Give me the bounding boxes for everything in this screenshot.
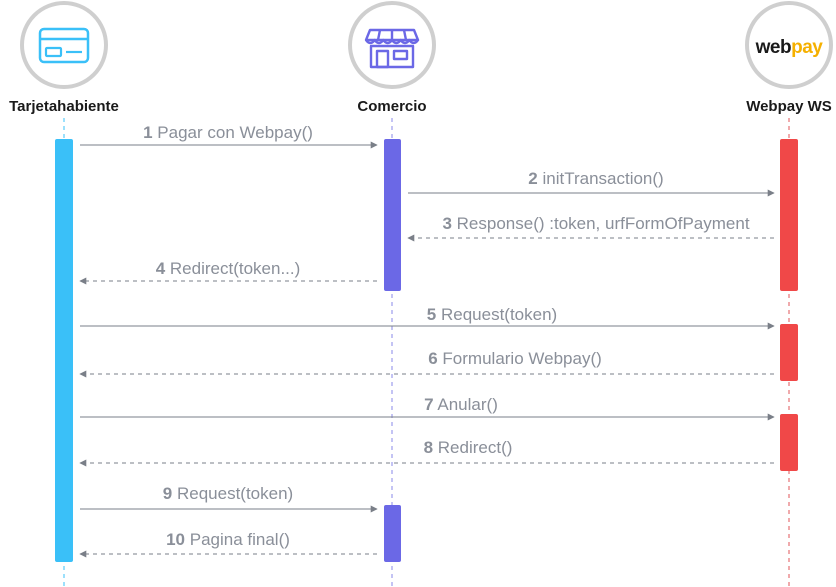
message-5: 5 Request(token)	[80, 305, 775, 330]
message-number: 5	[427, 305, 436, 324]
activation-bar-webpay	[780, 139, 798, 291]
message-label: 9 Request(token)	[163, 484, 293, 503]
actor-cardholder: Tarjetahabiente	[9, 1, 119, 115]
message-label: 5 Request(token)	[427, 305, 557, 324]
message-text: Redirect(token...)	[170, 259, 300, 278]
message-text: Request(token)	[441, 305, 557, 324]
message-text: Request(token)	[177, 484, 293, 503]
message-6: 6 Formulario Webpay()	[79, 349, 774, 378]
message-number: 6	[428, 349, 437, 368]
message-label: 7 Anular()	[424, 395, 498, 414]
activation-bar-merchant	[384, 505, 401, 562]
message-text: initTransaction()	[542, 169, 663, 188]
message-9: 9 Request(token)	[80, 484, 378, 513]
message-number: 8	[424, 438, 433, 457]
message-label: 6 Formulario Webpay()	[428, 349, 602, 368]
activation-bar-webpay	[780, 324, 798, 381]
activation-bar-webpay	[780, 414, 798, 471]
message-number: 3	[442, 214, 451, 233]
message-label: 2 initTransaction()	[528, 169, 663, 188]
storefront-icon	[364, 28, 420, 69]
message-number: 2	[528, 169, 537, 188]
message-8: 8 Redirect()	[79, 438, 774, 467]
actor-label: Tarjetahabiente	[9, 98, 119, 115]
activation-bar-merchant	[384, 139, 401, 291]
message-text: Response() :token, urfFormOfPayment	[457, 214, 750, 233]
actor-label: Comercio	[357, 98, 426, 115]
message-text: Pagar con Webpay()	[157, 123, 313, 142]
activation-bar-cardholder	[55, 139, 73, 562]
message-text: Anular()	[437, 395, 497, 414]
actor-circle	[745, 1, 833, 89]
message-number: 9	[163, 484, 172, 503]
message-label: 8 Redirect()	[424, 438, 513, 457]
message-label: 1 Pagar con Webpay()	[143, 123, 313, 142]
message-2: 2 initTransaction()	[408, 169, 775, 197]
actor-label: Webpay WS	[746, 98, 832, 115]
message-label: 4 Redirect(token...)	[156, 259, 301, 278]
message-3: 3 Response() :token, urfFormOfPayment	[407, 214, 774, 242]
message-number: 1	[143, 123, 152, 142]
message-label: 10 Pagina final()	[166, 530, 290, 549]
logo-part-pay: pay	[791, 37, 823, 58]
message-7: 7 Anular()	[80, 395, 775, 421]
message-text: Redirect()	[438, 438, 513, 457]
message-number: 4	[156, 259, 166, 278]
message-1: 1 Pagar con Webpay()	[80, 123, 378, 149]
message-label: 3 Response() :token, urfFormOfPayment	[442, 214, 749, 233]
credit-card-icon	[38, 27, 90, 64]
actor-merchant: Comercio	[348, 1, 436, 115]
message-10: 10 Pagina final()	[79, 530, 377, 558]
actor-circle	[20, 1, 108, 89]
message-text: Formulario Webpay()	[442, 349, 601, 368]
message-4: 4 Redirect(token...)	[79, 259, 377, 285]
logo-part-web: web	[755, 37, 791, 58]
webpay-logo: webpay	[755, 37, 824, 58]
message-number: 7	[424, 395, 433, 414]
actor-webpay: webpay Webpay WS	[745, 1, 833, 115]
message-text: Pagina final()	[190, 530, 290, 549]
message-number: 10	[166, 530, 185, 549]
